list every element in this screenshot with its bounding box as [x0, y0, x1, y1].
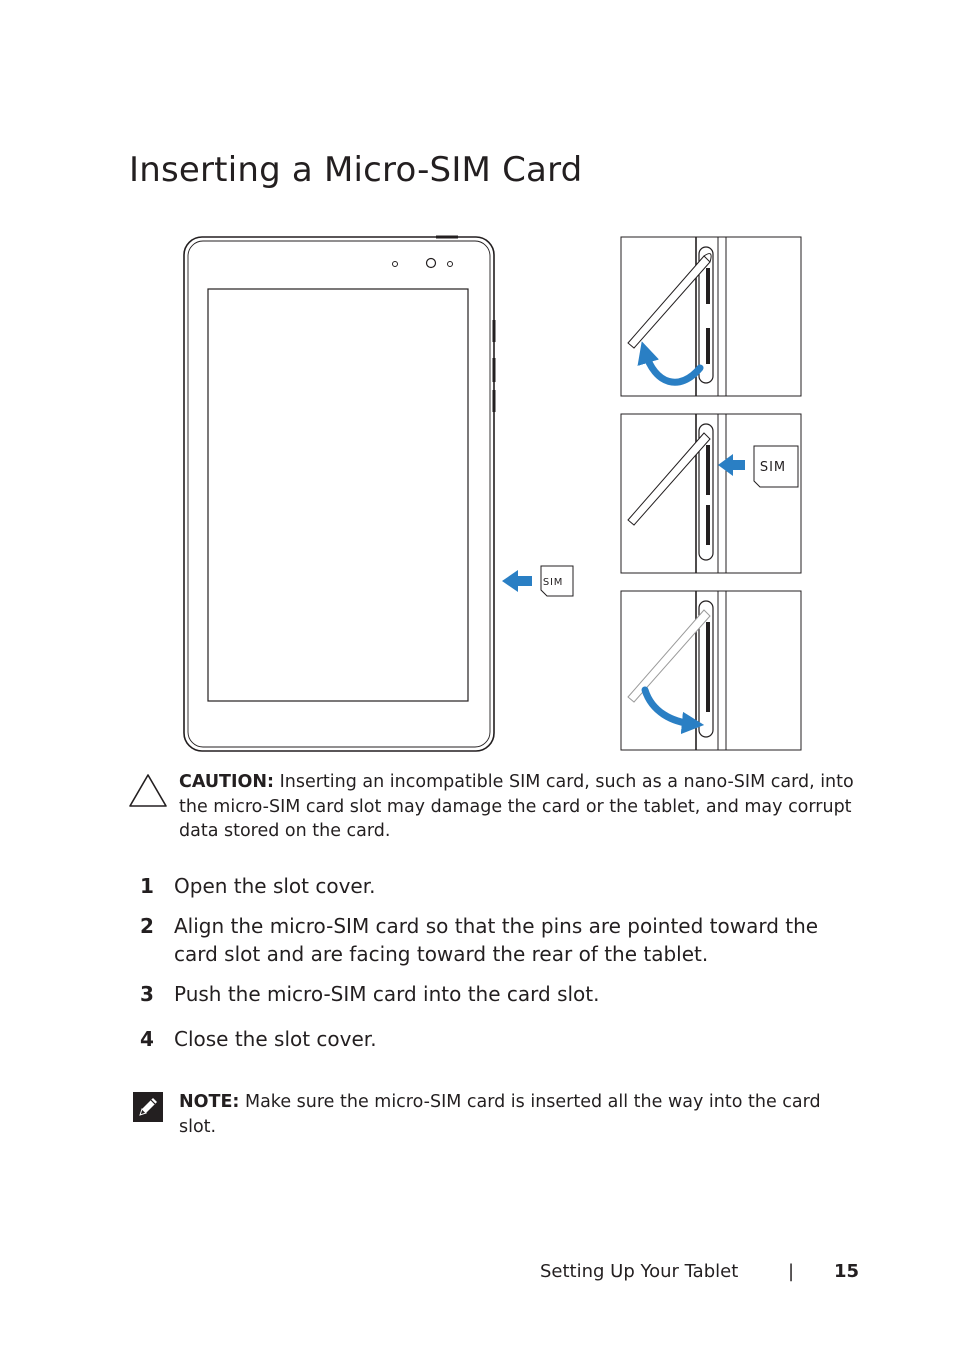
step-text: Close the slot cover. [174, 1027, 377, 1051]
note-pencil-icon [133, 1092, 163, 1122]
sim-insert-arrow-main [502, 565, 574, 597]
step-number: 1 [140, 874, 154, 898]
caution-notice: CAUTION: Inserting an incompatible SIM c… [128, 770, 858, 844]
caution-triangle-icon [129, 774, 167, 807]
step-number: 2 [140, 914, 154, 938]
note-label: NOTE: [179, 1092, 240, 1112]
step-number: 4 [140, 1027, 154, 1051]
step-item: 4 Close the slot cover. [140, 1025, 860, 1053]
step-text: Align the micro-SIM card so that the pin… [174, 914, 819, 966]
caution-label: CAUTION: [179, 772, 275, 792]
step-text: Push the micro-SIM card into the card sl… [174, 982, 600, 1006]
panel-open-cover [620, 236, 802, 397]
note-text: NOTE: Make sure the micro-SIM card is in… [179, 1090, 863, 1139]
footer-separator: | [788, 1261, 795, 1282]
tablet-drawing [183, 235, 496, 752]
step-number: 3 [140, 982, 154, 1006]
caution-body: Inserting an incompatible SIM card, such… [179, 772, 854, 841]
caution-text: CAUTION: Inserting an incompatible SIM c… [179, 770, 858, 844]
step-item: 3 Push the micro-SIM card into the card s… [140, 980, 860, 1008]
sim-card-label-main: SIM [543, 577, 563, 588]
step-text: Open the slot cover. [174, 874, 376, 898]
sim-insertion-illustration: SIM SIM [183, 235, 802, 752]
step-item: 2 Align the micro-SIM card so that the pi… [140, 912, 860, 968]
panel-close-cover [620, 590, 802, 751]
steps-list: 1 Open the slot cover. 2 Align the micro-S… [140, 872, 860, 1053]
footer-section-title: Setting Up Your Tablet [540, 1261, 739, 1282]
page-title: Inserting a Micro-SIM Card [129, 150, 583, 190]
sim-card-label-panel: SIM [760, 460, 786, 475]
page-number: 15 [834, 1261, 860, 1282]
panel-insert-sim [620, 413, 802, 574]
step-item: 1 Open the slot cover. [140, 872, 860, 900]
note-body: Make sure the micro-SIM card is inserted… [179, 1092, 821, 1137]
note-notice: NOTE: Make sure the micro-SIM card is in… [133, 1090, 863, 1139]
